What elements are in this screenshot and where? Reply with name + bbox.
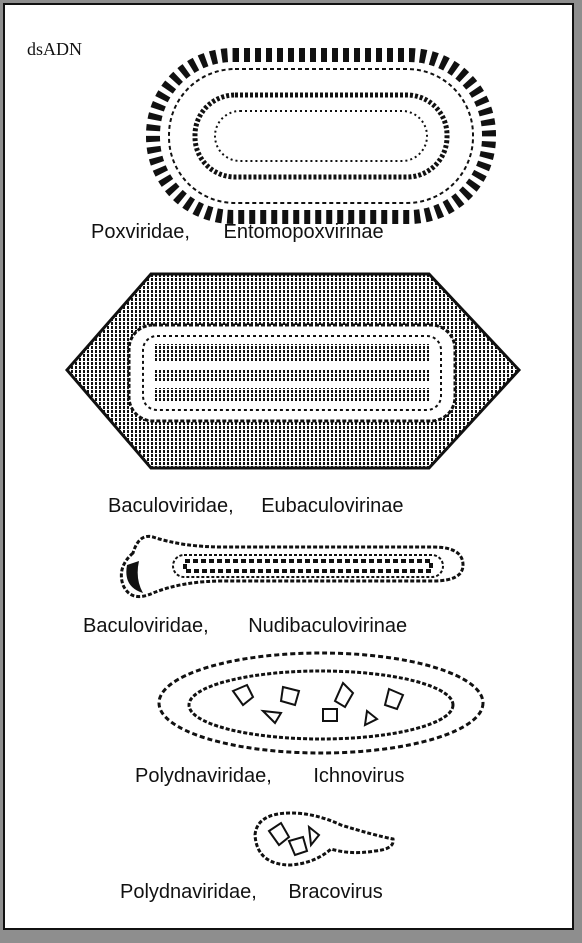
group-name: Eubaculovirinae bbox=[261, 495, 403, 518]
item-label-5: Polydnaviridae, Bracovirus bbox=[120, 881, 383, 904]
group-name: Ichnovirus bbox=[313, 765, 404, 788]
ichnovirus-icon bbox=[153, 647, 491, 759]
diagram-panel: dsADN Poxviridae, Entomopoxvirinae Bacul… bbox=[3, 3, 574, 930]
panel-label: dsADN bbox=[27, 39, 82, 60]
group-name: Bracovirus bbox=[288, 881, 382, 904]
item-label-3: Baculoviridae, Nudibaculovirinae bbox=[83, 615, 407, 638]
eubaculovirus-icon bbox=[63, 270, 525, 478]
poxvirus-icon bbox=[143, 45, 503, 225]
group-name: Nudibaculovirinae bbox=[248, 615, 407, 638]
nudibaculovirus-icon bbox=[113, 525, 473, 615]
bracovirus-icon bbox=[245, 805, 405, 875]
group-name: Entomopoxvirinae bbox=[224, 221, 384, 244]
item-label-1: Poxviridae, Entomopoxvirinae bbox=[91, 221, 384, 244]
item-label-2: Baculoviridae, Eubaculovirinae bbox=[108, 495, 404, 518]
family-name: Polydnaviridae, bbox=[120, 881, 257, 904]
family-name: Baculoviridae, bbox=[108, 495, 234, 518]
family-name: Poxviridae, bbox=[91, 221, 190, 244]
item-label-4: Polydnaviridae, Ichnovirus bbox=[135, 765, 404, 788]
family-name: Polydnaviridae, bbox=[135, 765, 272, 788]
family-name: Baculoviridae, bbox=[83, 615, 209, 638]
